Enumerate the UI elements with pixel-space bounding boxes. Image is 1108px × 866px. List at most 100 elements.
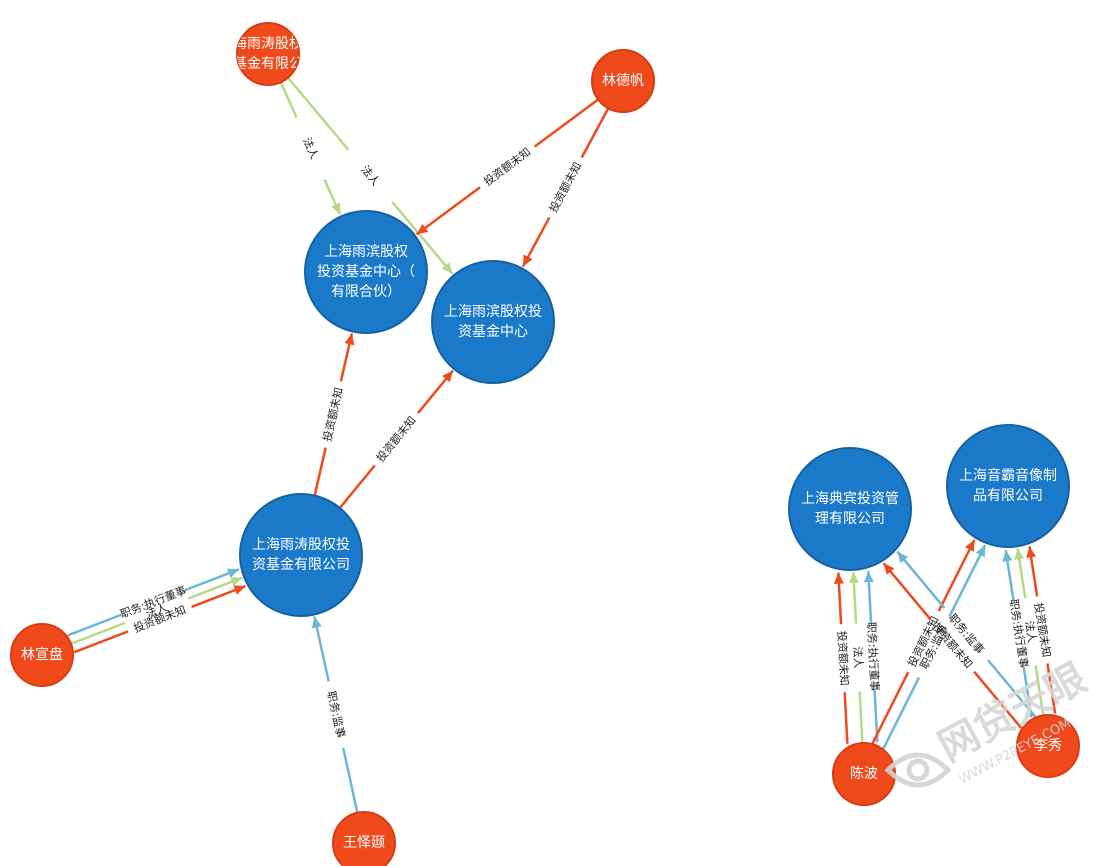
node-circle xyxy=(332,811,396,866)
edge-line xyxy=(1034,665,1045,716)
edge-label: 投资额未知 xyxy=(835,630,852,686)
edge-arrow xyxy=(975,545,986,558)
node-circle xyxy=(10,623,74,687)
edge-label: 投资额未知 xyxy=(320,386,346,443)
edge-arrow xyxy=(1026,546,1037,559)
edge-arrow xyxy=(344,333,355,346)
node-circle xyxy=(788,447,912,571)
node-label: 王怿颋 xyxy=(343,835,385,851)
node-company[interactable]: 上海音霸音像制品有限公司 xyxy=(946,424,1070,548)
edge-label: 法人 xyxy=(1022,620,1039,644)
node-label: 上海典宾投资管理有限公司 xyxy=(801,491,899,527)
edge-line xyxy=(533,98,599,148)
edge-line xyxy=(279,81,298,118)
edge-arrow xyxy=(442,370,453,383)
node-circle xyxy=(591,49,655,113)
node-company[interactable]: 上海雨滨股权投资基金中心 xyxy=(431,260,555,384)
node-label: 上海雨涛股权投资基金有限公司 xyxy=(252,537,350,573)
edge-legal: 法人 xyxy=(848,571,866,744)
edge-legal: 法人 xyxy=(286,76,454,275)
edge-arrow xyxy=(233,585,246,595)
edge-arrow xyxy=(1014,548,1025,560)
edge-invest: 投资额未知 xyxy=(521,107,610,268)
edge-line xyxy=(338,464,376,509)
edge-arrow xyxy=(1002,550,1013,562)
edge-arrow xyxy=(416,223,429,235)
edge-line xyxy=(882,562,932,621)
edge-line xyxy=(313,447,327,496)
edge-legal: 法人 xyxy=(1014,548,1045,716)
node-circle xyxy=(239,493,363,617)
node-person[interactable]: 王怿颋 xyxy=(332,811,396,866)
node-person[interactable]: 林德帆 xyxy=(591,49,655,113)
node-circle xyxy=(1016,714,1080,778)
node-company[interactable]: 上海雨滨股权投资基金中心（有限合伙） xyxy=(304,210,428,334)
edge-arrow xyxy=(441,262,453,274)
edge-line xyxy=(1022,667,1033,718)
edge-label: 投资额未知 xyxy=(373,413,419,464)
edge-arrow xyxy=(848,571,859,584)
node-company[interactable]: 上海雨涛股权投资基金有限公司 xyxy=(239,493,363,617)
edge-invest: 投资额未知 xyxy=(313,333,355,496)
edge-line xyxy=(67,613,123,637)
edge-label: 投资额未知 xyxy=(481,145,533,189)
edge-line xyxy=(73,630,129,654)
edge-label: 法人 xyxy=(358,162,383,188)
node-circle xyxy=(304,210,428,334)
node-circle xyxy=(946,424,1070,548)
node-label: 海雨涛股权基金有限公 xyxy=(233,36,303,72)
node-label: 上海雨滨股权投资基金中心（有限合伙） xyxy=(317,244,415,300)
edge-arrow xyxy=(230,576,243,587)
edge-arrow xyxy=(883,563,895,575)
edge-invest: 投资额未知 xyxy=(338,369,454,509)
edge-role: 职务:执行董事 xyxy=(863,571,882,743)
node-label: 林德帆 xyxy=(602,73,644,89)
node-label: 上海音霸音像制品有限公司 xyxy=(959,467,1057,504)
edge-arrow xyxy=(863,571,874,583)
edge-line xyxy=(896,550,946,609)
edge-line xyxy=(70,621,126,646)
edge-label: 职务:执行董事 xyxy=(864,621,882,691)
node-circle xyxy=(236,22,300,86)
edge-line xyxy=(341,747,359,813)
node-person[interactable]: 林宣盘 xyxy=(10,623,74,687)
edge-line xyxy=(286,76,350,151)
edge-legal: 法人 xyxy=(279,81,342,216)
edge-arrow xyxy=(965,539,975,552)
node-person[interactable]: 海雨涛股权基金有限公 xyxy=(233,22,303,86)
watermark-eye-icon xyxy=(884,752,952,788)
edge-line xyxy=(948,544,987,618)
edge-line xyxy=(1046,663,1057,714)
edge-invest: 投资额未知 xyxy=(833,572,852,744)
edge-legal: 法人 xyxy=(70,576,243,646)
edge-line xyxy=(843,692,849,744)
edge-label: 职务:监事 xyxy=(324,690,347,739)
node-label: 陈波 xyxy=(850,765,878,782)
edge-arrow xyxy=(522,254,533,267)
edge-line xyxy=(415,186,481,236)
edge-label: 法人 xyxy=(300,135,322,161)
node-label: 林宣盘 xyxy=(21,646,63,663)
node-person[interactable]: 李秀 xyxy=(1016,714,1080,778)
node-person[interactable]: 陈波 xyxy=(832,742,896,806)
edge-line xyxy=(937,539,976,612)
edge-arrow xyxy=(897,551,909,564)
edge-arrow xyxy=(833,572,844,584)
edge-line xyxy=(987,659,1036,718)
edge-line xyxy=(973,670,1023,729)
edge-line xyxy=(871,671,910,745)
edge-line xyxy=(858,691,864,744)
edge-label: 法人 xyxy=(851,646,866,669)
node-company[interactable]: 上海典宾投资管理有限公司 xyxy=(788,447,912,571)
edge-arrow xyxy=(331,202,341,215)
edge-line xyxy=(313,616,330,682)
edges-layer: 法人法人投资额未知投资额未知投资额未知投资额未知职务:执行董事法人投资额未知职务… xyxy=(67,76,1057,813)
edge-line xyxy=(391,200,454,275)
node-label: 李秀 xyxy=(1034,738,1062,754)
edge-label: 投资额未知 xyxy=(546,160,584,215)
edge-line xyxy=(580,107,610,159)
edge-arrow xyxy=(311,616,322,629)
node-label: 上海雨滨股权投资基金中心 xyxy=(444,304,542,340)
